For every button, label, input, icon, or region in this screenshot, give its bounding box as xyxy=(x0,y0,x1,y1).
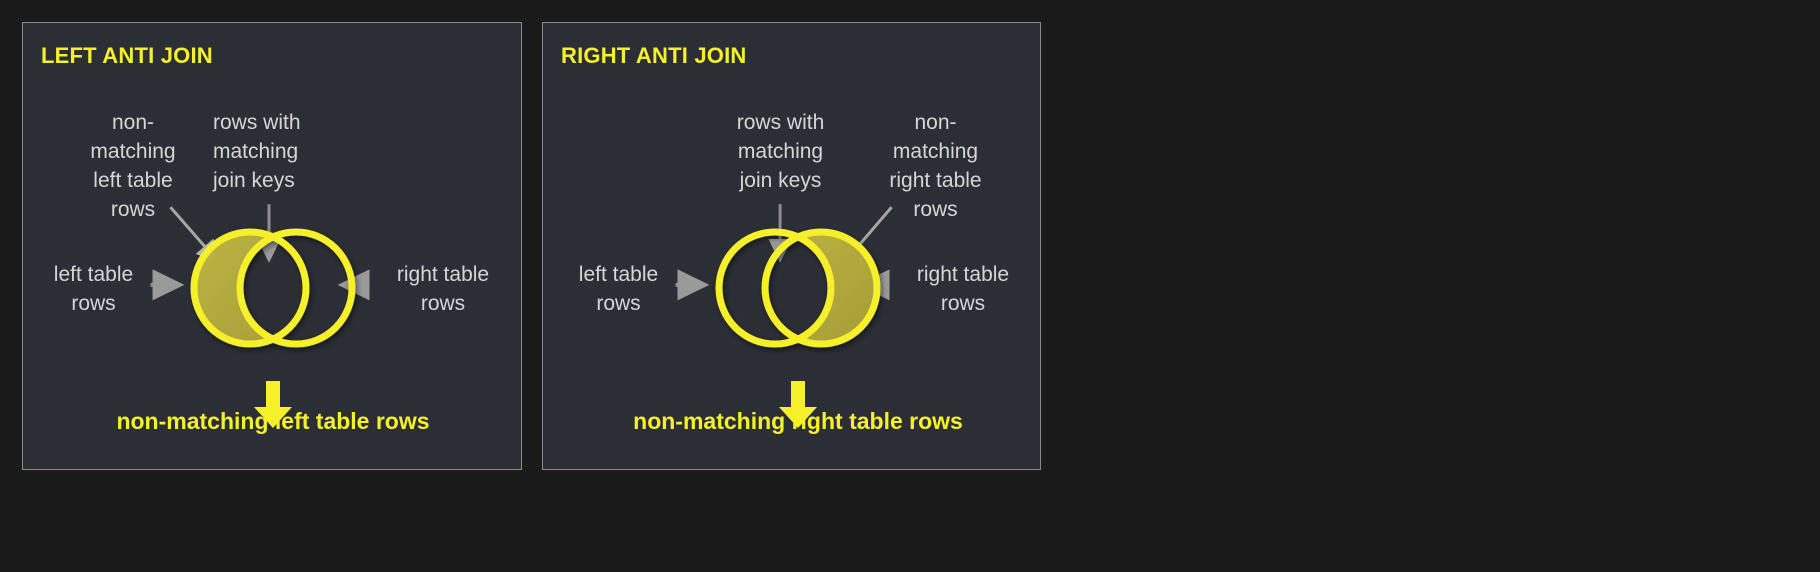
label-left-table-rows: left table rows xyxy=(53,263,134,315)
panel-title: RIGHT ANTI JOIN xyxy=(561,43,747,68)
label-right-table-rows: right table rows xyxy=(916,263,1010,315)
venn-circle-left xyxy=(715,228,835,348)
label-non-matching-right-table-rows: non- matching right table rows xyxy=(889,111,982,221)
venn-diagram xyxy=(698,221,898,361)
label-rows-with-matching-join-keys: rows with matching join keys xyxy=(736,111,825,192)
panel-title: LEFT ANTI JOIN xyxy=(41,43,213,68)
panel-left-anti-join: LEFT ANTI JOIN non- matching left table … xyxy=(22,22,522,470)
panel-right-anti-join: RIGHT ANTI JOIN rows with matching join … xyxy=(542,22,1041,470)
venn-circle-right xyxy=(761,228,881,348)
panel-caption: non-matching right table rows xyxy=(633,408,963,434)
venn-circle-left xyxy=(190,228,310,348)
label-non-matching-left-table-rows: non- matching left table rows xyxy=(90,111,176,221)
venn-fill-right xyxy=(765,232,877,344)
label-rows-with-matching-join-keys: rows with matching join keys xyxy=(213,111,301,192)
label-left-table-rows: left table rows xyxy=(578,263,659,315)
down-arrow-icon xyxy=(250,381,296,429)
venn-fill-left xyxy=(194,232,306,344)
venn-circle-right xyxy=(236,228,356,348)
label-right-table-rows: right table rows xyxy=(396,263,490,315)
venn-diagram xyxy=(173,221,373,361)
panel-caption: non-matching left table rows xyxy=(116,408,430,434)
down-arrow-icon xyxy=(775,381,821,429)
